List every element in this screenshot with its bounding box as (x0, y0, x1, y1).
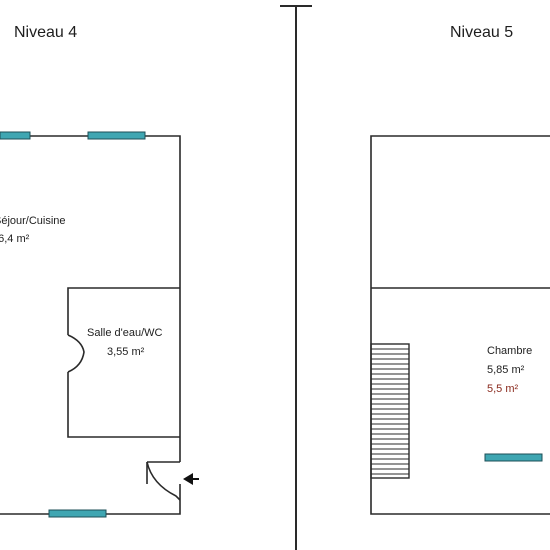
bathroom-wall-lower (67, 372, 180, 438)
room-area-chambre-alt: 5,5 m² (487, 383, 519, 395)
stairs-icon (370, 343, 410, 479)
room-name-salle-deau-wc: Salle d'eau/WC (87, 327, 163, 339)
level-5-plan (370, 135, 550, 515)
level-5-title: Niveau 5 (450, 24, 514, 41)
level-4-plan (0, 135, 181, 515)
bathroom-wall (67, 287, 180, 335)
room-area-sejour-cuisine: 26,4 m² (0, 233, 30, 245)
level-divider (280, 5, 312, 550)
room-area-salle-deau-wc: 3,55 m² (107, 346, 145, 358)
entry-door-swing-icon (146, 461, 181, 501)
level-4-title: Niveau 4 (14, 24, 78, 41)
windows-level-4 (0, 131, 146, 518)
window (0, 131, 31, 140)
window (48, 509, 107, 518)
entry-arrow-icon (183, 473, 199, 485)
window (484, 453, 543, 462)
bathroom-door-swing-icon (67, 334, 85, 373)
level-5-outer-wall (370, 135, 550, 515)
window (87, 131, 146, 140)
room-name-chambre: Chambre (487, 345, 533, 357)
room-name-sejour-cuisine: Séjour/Cuisine (0, 215, 66, 227)
level-4-outer-wall (0, 135, 181, 462)
room-area-chambre: 5,85 m² (487, 364, 525, 376)
